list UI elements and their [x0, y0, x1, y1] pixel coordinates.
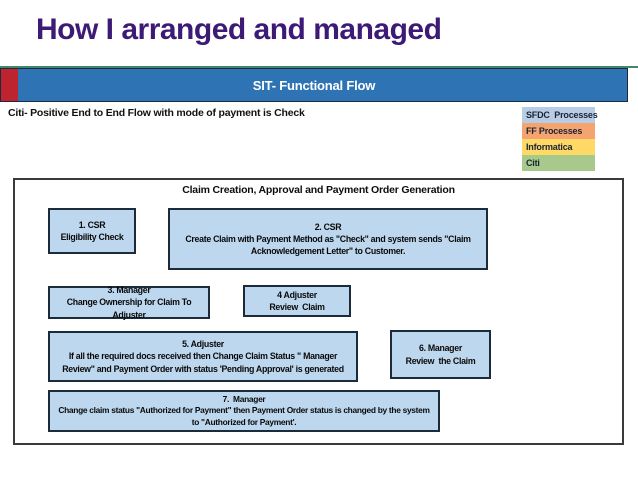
- step-heading: 6. Manager: [419, 343, 462, 354]
- step-heading: 3. Manager: [107, 285, 151, 296]
- banner-title: SIT- Functional Flow: [252, 77, 376, 93]
- step-body: Create Claim with Payment Method as "Che…: [185, 233, 473, 257]
- step-body: Change claim status "Authorized for Paym…: [58, 405, 432, 427]
- flow-diagram-panel: Claim Creation, Approval and Payment Ord…: [13, 178, 624, 445]
- flow-step-4-adjuster-review-claim: 4 Adjuster Review Claim: [243, 285, 351, 317]
- flow-subtitle: Citi- Positive End to End Flow with mode…: [8, 107, 305, 119]
- step-heading: 2. CSR: [314, 221, 342, 232]
- flow-step-3-manager-change-ownership: 3. Manager Change Ownership for Claim To…: [48, 285, 210, 320]
- diagram-title: Claim Creation, Approval and Payment Ord…: [182, 184, 455, 196]
- step-body: Eligibility Check: [60, 232, 124, 242]
- flow-step-1-csr-eligibility: 1. CSR Eligibility Check: [48, 208, 136, 254]
- step-body: If all the required docs received then C…: [62, 351, 344, 374]
- legend-item-sfdc-processes: SFDC Processes: [522, 107, 598, 123]
- step-body: Review Claim: [269, 302, 325, 312]
- legend: SFDC Processes FF Processes Informatica …: [522, 107, 598, 171]
- flow-step-5-adjuster-status-change: 5. Adjuster If all the required docs rec…: [48, 331, 358, 382]
- section-banner: SIT- Functional Flow: [0, 68, 628, 102]
- flow-step-7-manager-authorize-payment: 7. Manager Change claim status "Authoriz…: [48, 390, 440, 432]
- step-heading: 7. Manager: [222, 393, 266, 404]
- legend-item-ff-processes: FF Processes: [522, 123, 595, 139]
- step-heading: 5. Adjuster: [182, 339, 224, 350]
- slide-title: How I arranged and managed: [36, 13, 442, 46]
- step-heading: 1. CSR: [78, 219, 106, 230]
- banner-accent-bar: [1, 69, 18, 101]
- step-body: Review the Claim: [405, 355, 476, 366]
- step-body: Change Ownership for Claim To Adjuster: [66, 297, 194, 320]
- legend-item-informatica: Informatica: [522, 139, 595, 155]
- divider-rule: [0, 66, 638, 68]
- step-heading: 4 Adjuster: [277, 289, 317, 300]
- flow-step-6-manager-review-claim: 6. Manager Review the Claim: [390, 330, 491, 379]
- legend-item-citi: Citi: [522, 155, 595, 171]
- flow-step-2-csr-create-claim: 2. CSR Create Claim with Payment Method …: [168, 208, 488, 270]
